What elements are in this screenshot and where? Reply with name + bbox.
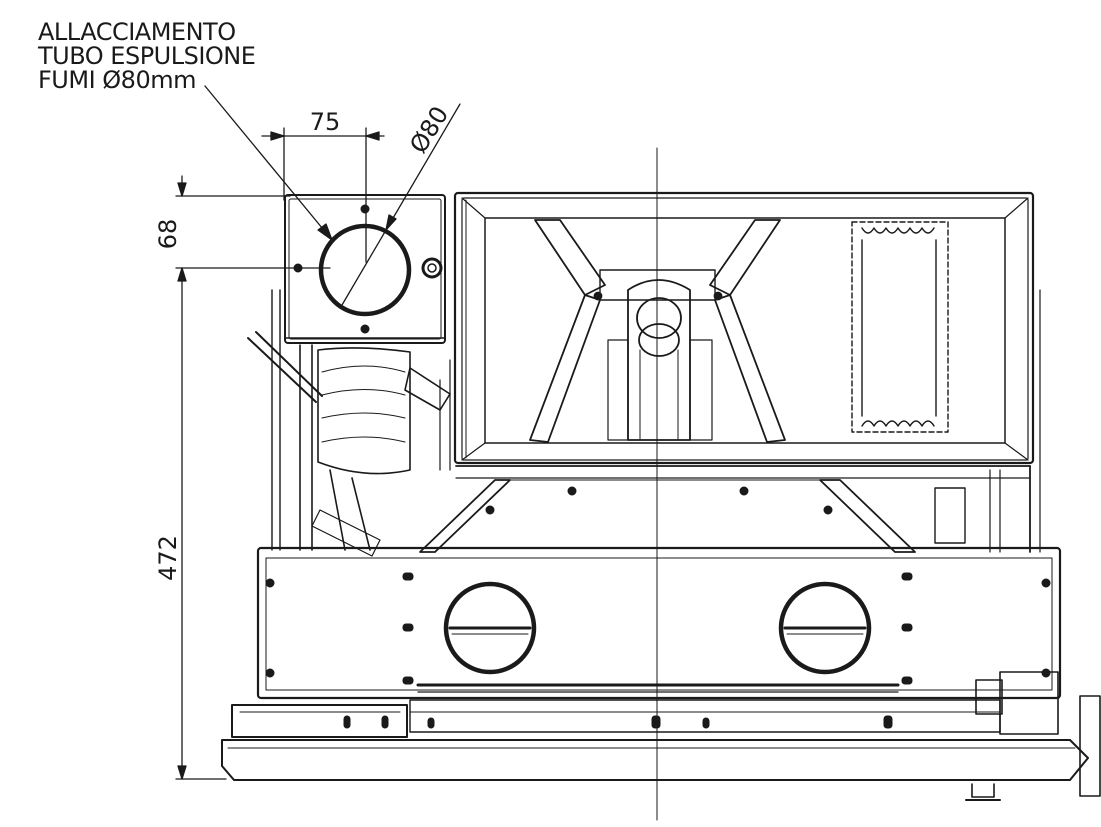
panel-screw: [1041, 578, 1051, 588]
dim-472-arrow-bottom: [177, 765, 187, 780]
flue-connection-box: [284, 194, 446, 344]
rail-slot: [381, 715, 389, 729]
panel-screw: [265, 578, 275, 588]
rail-slot: [651, 715, 661, 729]
side-grate-plate: [851, 221, 949, 433]
fan-assembly: [247, 289, 451, 557]
air-intake-right: [778, 581, 872, 675]
flue-screw-left: [293, 263, 303, 273]
panel-screw: [265, 668, 275, 678]
dim-472-arrow-top: [177, 267, 187, 282]
rail-slot: [427, 717, 435, 729]
callout-leader-line: [204, 85, 333, 241]
flue-screw-bottom: [360, 324, 370, 334]
frame-bolt: [739, 486, 749, 496]
dim-75-arrow-right: [365, 131, 380, 141]
callout-leader-arrow: [317, 223, 333, 241]
rail-slot: [702, 717, 710, 729]
burner-cylinder: [607, 279, 713, 441]
frame-bolt: [823, 505, 833, 515]
dim-80-label: Ø80: [404, 101, 454, 158]
dim-75-label: 75: [310, 108, 341, 136]
frame-bolt: [485, 505, 495, 515]
flue-knob: [421, 257, 443, 279]
panel-slot: [901, 623, 913, 632]
flue-outlet-circle: [318, 223, 412, 317]
callout-line-2: TUBO ESPULSIONE: [38, 42, 256, 70]
flue-knob-inner: [427, 263, 437, 273]
dim-75-arrow-left: [270, 131, 285, 141]
front-panel: [256, 546, 1062, 700]
panel-slot: [402, 572, 414, 581]
callout-line-1: ALLACCIAMENTO: [38, 18, 236, 46]
flue-screw-top: [360, 204, 370, 214]
base-assembly: [221, 671, 1101, 801]
rail-slot: [883, 715, 893, 729]
panel-slot: [901, 676, 913, 685]
panel-screw: [1041, 668, 1051, 678]
panel-slot: [402, 623, 414, 632]
middle-frame: [419, 289, 1041, 553]
rail-slot: [343, 715, 351, 729]
dim-80-leader: [341, 103, 461, 306]
firebox-struts: [529, 219, 786, 443]
firebox-window: [453, 191, 1035, 465]
air-intake-left: [443, 581, 537, 675]
dim-68-label: 68: [154, 219, 182, 250]
frame-bolt: [567, 486, 577, 496]
flue-connection-callout: ALLACCIAMENTO TUBO ESPULSIONE FUMI Ø80mm: [38, 18, 256, 94]
dim-472-label: 472: [154, 535, 182, 581]
panel-slot: [901, 572, 913, 581]
dim-68-arrow-top: [177, 182, 187, 197]
callout-line-3: FUMI Ø80mm: [38, 66, 196, 94]
dim-80-arrow: [385, 214, 397, 231]
panel-slot: [402, 676, 414, 685]
